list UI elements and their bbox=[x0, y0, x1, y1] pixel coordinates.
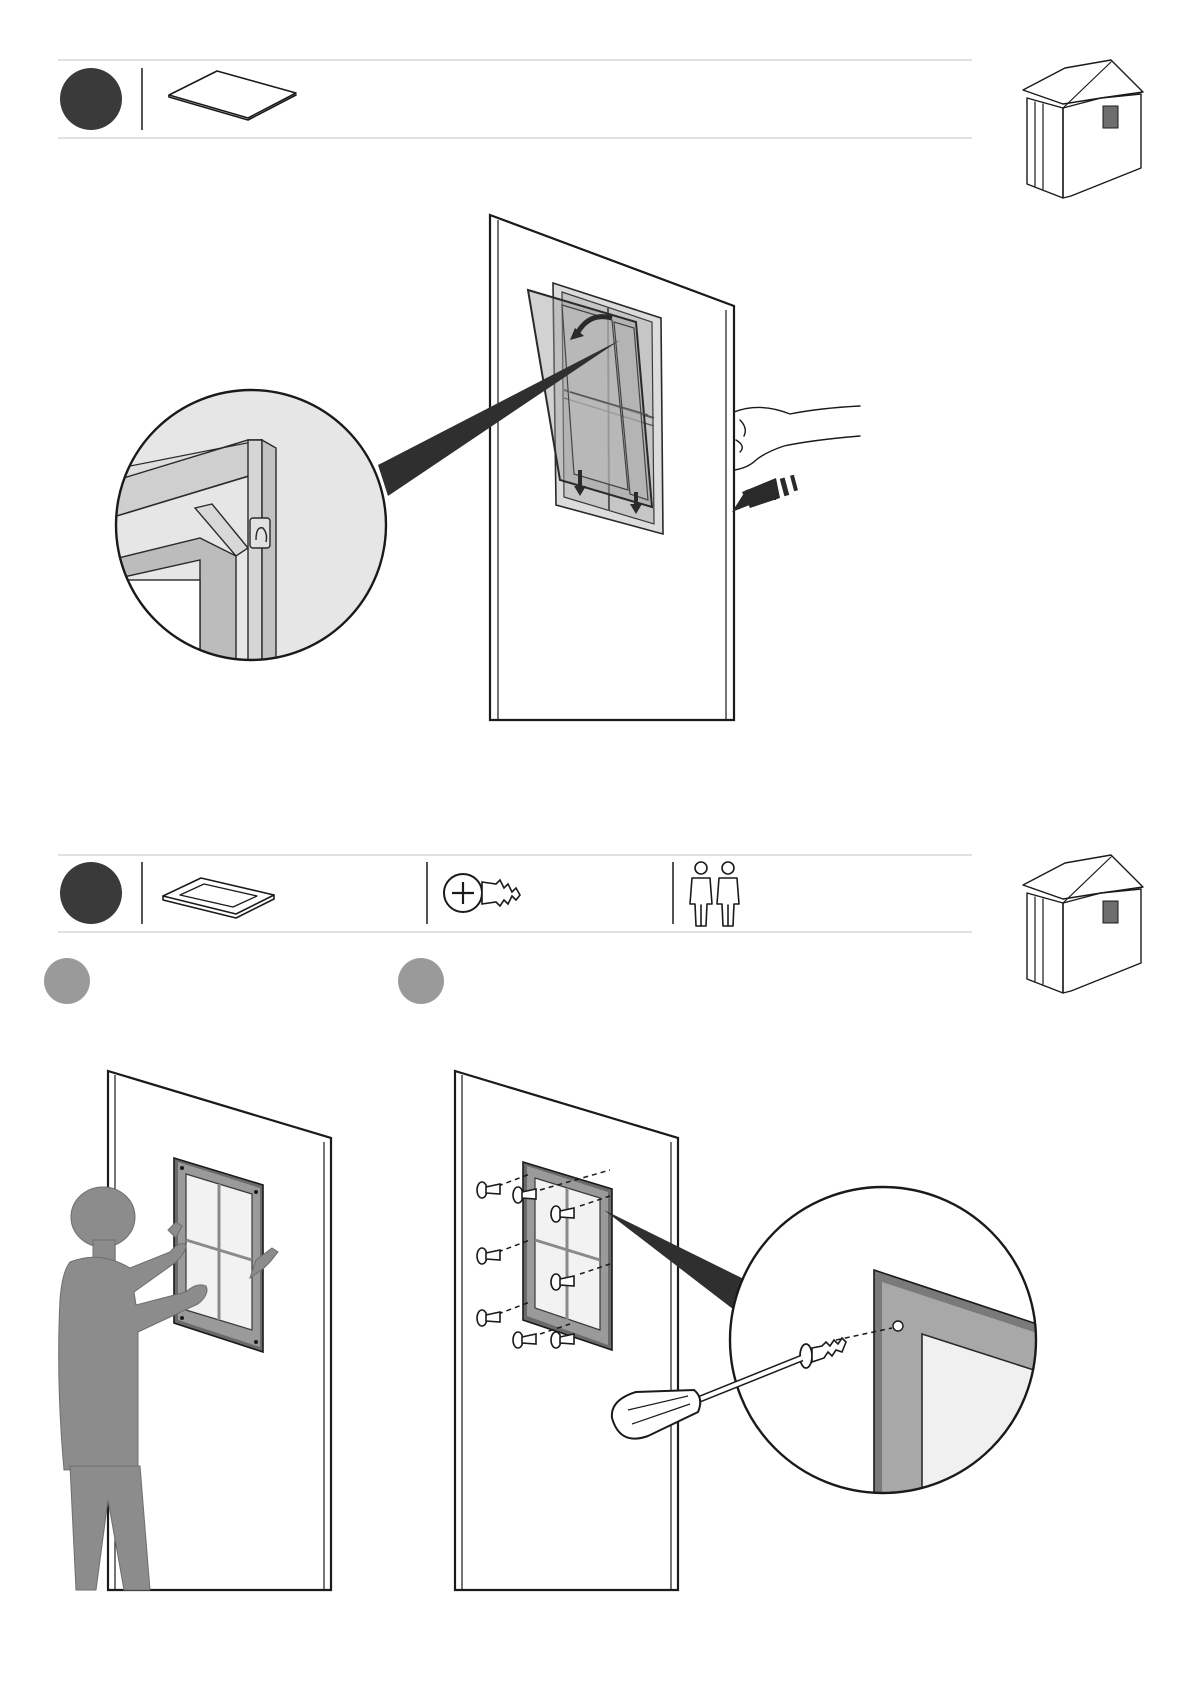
window-retainer-clip-detail bbox=[110, 380, 410, 680]
step-1-header bbox=[58, 60, 972, 138]
hand bbox=[734, 406, 860, 470]
step-2-badge bbox=[60, 862, 122, 924]
substep-1-badge bbox=[44, 958, 90, 1004]
shed-window-location-icon bbox=[1023, 60, 1143, 198]
step-2-header bbox=[58, 855, 972, 932]
glass-pane-icon bbox=[169, 71, 296, 120]
step-1-badge bbox=[60, 68, 122, 130]
two-people-icon bbox=[690, 862, 739, 926]
screw-icon bbox=[444, 874, 520, 912]
step-1-illustration bbox=[110, 215, 860, 720]
screw-detail bbox=[730, 1187, 1040, 1500]
substep-2-badge bbox=[398, 958, 444, 1004]
push-arrow-icon bbox=[732, 475, 798, 512]
screwing-window-frame bbox=[455, 1071, 1040, 1590]
shed-window-location-icon bbox=[1023, 855, 1143, 993]
window-frame bbox=[174, 1158, 263, 1352]
window-frame-icon bbox=[163, 878, 274, 918]
person-holding-window-frame bbox=[59, 1071, 331, 1590]
